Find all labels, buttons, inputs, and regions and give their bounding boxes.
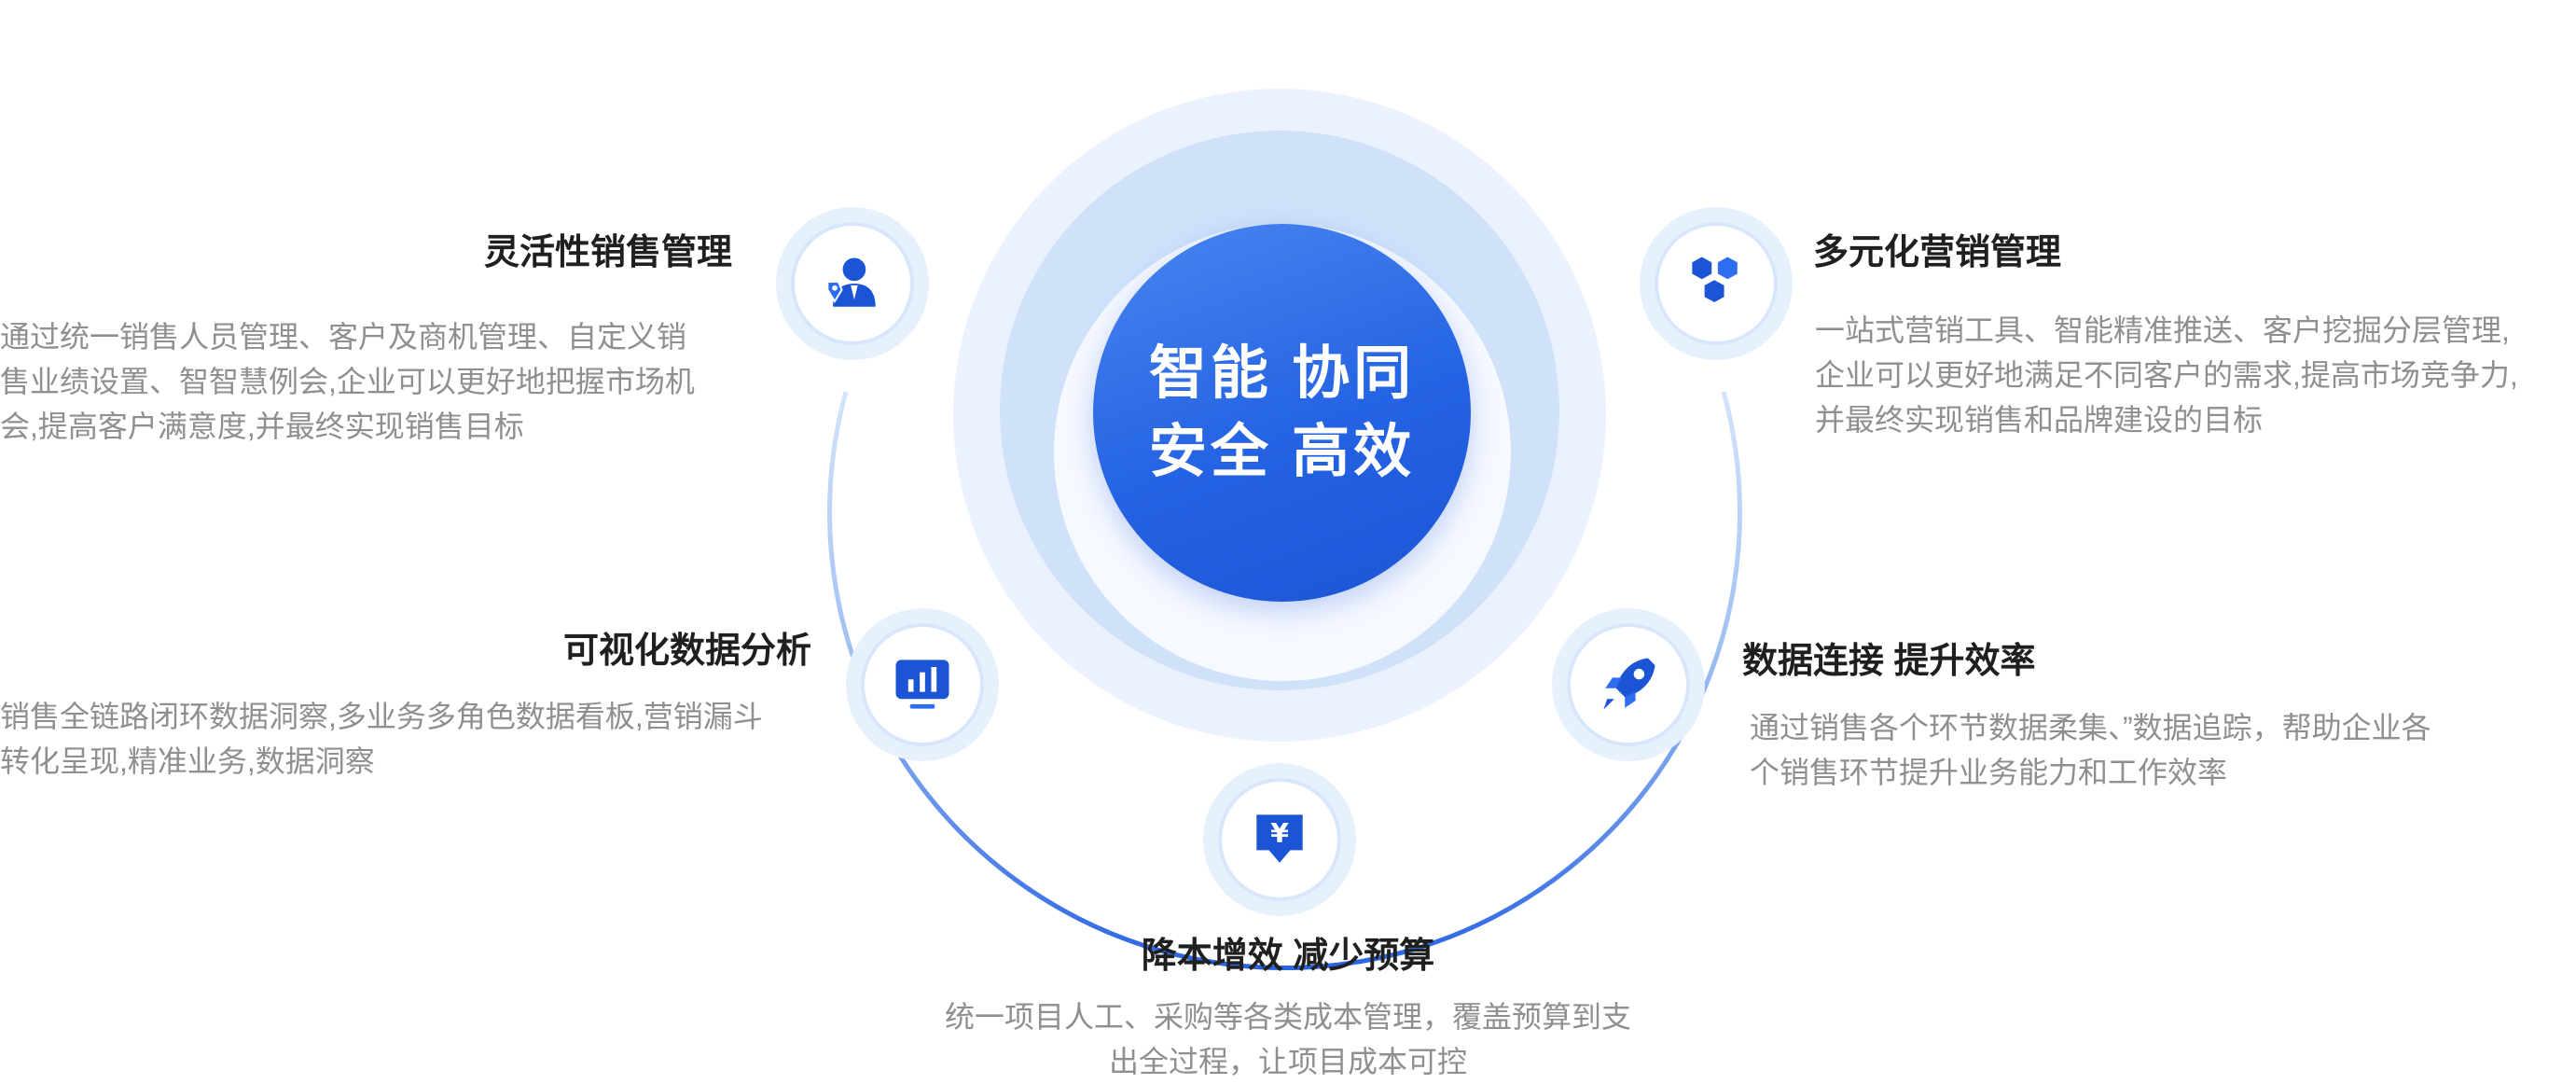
desc-sales: 通过统一销售人员管理、客户及商机管理、自定义销 售业绩设置、智智慧例会,企业可以… (0, 320, 695, 443)
center-slogan-line2: 安全 高效 (1148, 419, 1416, 484)
node-analytics (846, 608, 999, 761)
salesperson-icon (826, 257, 876, 307)
title-analytics: 可视化数据分析 (562, 632, 811, 671)
desc-connect: 通过销售各个环节数据柔集、”数据追踪，帮助企业各 个销售环节提升业务能力和工作效… (1750, 711, 2431, 789)
desc-marketing: 一站式营销工具、智能精准推送、客户挖掘分层管理, 企业可以更好地满足不同客户的需… (1815, 313, 2518, 437)
bar-chart-icon (895, 660, 949, 709)
rocket-icon (1603, 658, 1655, 710)
center-slogan-line1: 智能 协同 (1148, 340, 1416, 406)
node-connect (1552, 608, 1705, 761)
title-connect: 数据连接 提升效率 (1742, 642, 2036, 681)
node-budget: ¥ (1203, 763, 1356, 916)
desc-budget: 统一项目人工、采购等各类成本管理，覆盖预算到支 出全过程，让项目成本可控 (944, 1000, 1631, 1078)
svg-text:¥: ¥ (1270, 818, 1289, 849)
title-budget: 降本增效 减少预算 (1141, 937, 1435, 976)
hexagon-cluster-icon (1692, 257, 1738, 302)
title-sales: 灵活性销售管理 (483, 233, 732, 272)
desc-analytics: 销售全链路闭环数据洞察,多业务多角色数据看板,营销漏斗 转化呈现,精准业务,数据… (0, 700, 763, 778)
title-marketing: 多元化营销管理 (1813, 233, 2062, 272)
yen-download-icon: ¥ (1256, 814, 1303, 863)
center-core: 智能 协同 安全 高效 (1093, 224, 1471, 602)
node-marketing (1640, 207, 1793, 360)
node-sales (776, 207, 929, 360)
